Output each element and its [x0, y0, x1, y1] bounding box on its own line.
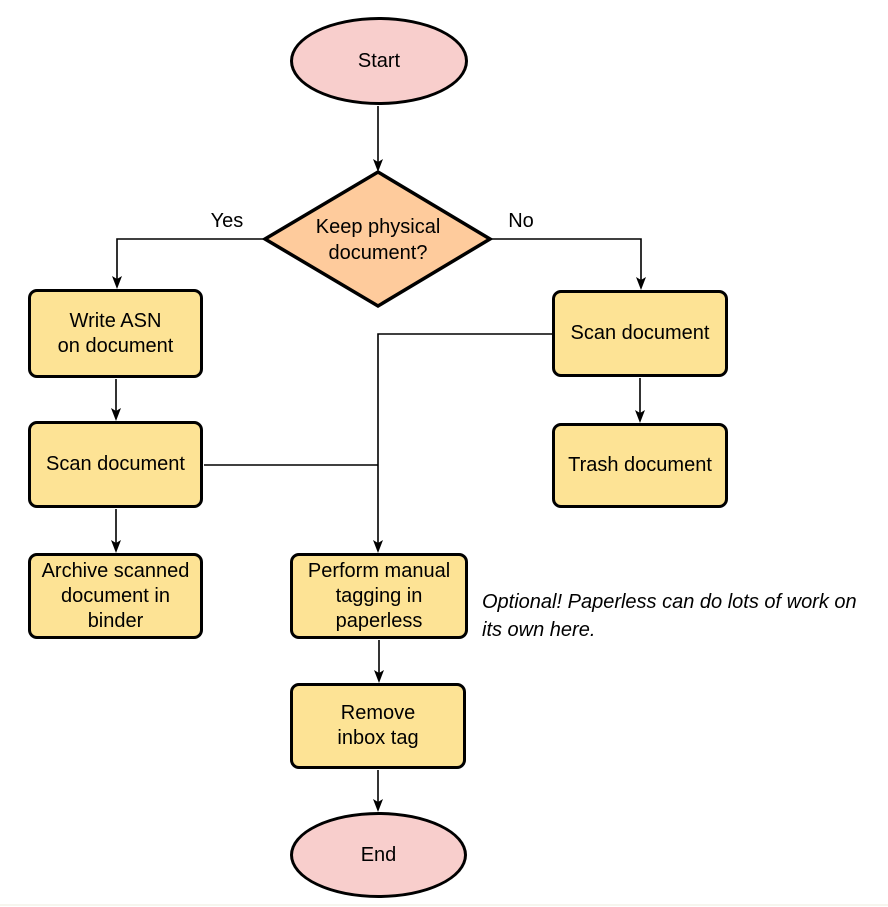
node-archive-in-binder-label: Archive scanned document in binder [41, 559, 190, 632]
node-trash-document: Trash document [552, 423, 728, 508]
node-start-label: Start [357, 49, 401, 72]
node-end: End [290, 812, 467, 898]
node-remove-inbox-tag: Remove inbox tag [290, 683, 466, 769]
branch-label-no: No [508, 210, 534, 232]
node-scan-document-right-label: Scan document [570, 322, 710, 344]
edge-scan-right-to-perform-tagging [373, 333, 552, 553]
edge-decision-no-to-scan-right [489, 238, 646, 290]
branch-label-yes: Yes [210, 210, 244, 232]
edge-decision-yes-to-write-asn [112, 238, 266, 289]
node-decision-label: Keep physical document? [315, 216, 441, 264]
node-perform-manual-tagging-label: Perform manual tagging in paperless [307, 559, 451, 632]
node-trash-document-label: Trash document [568, 454, 712, 476]
node-decision [261, 169, 494, 309]
node-start: Start [290, 17, 468, 105]
node-scan-document-right: Scan document [552, 290, 728, 377]
node-write-asn-label: Write ASN on document [57, 309, 174, 357]
node-write-asn: Write ASN on document [28, 289, 203, 378]
node-archive-in-binder: Archive scanned document in binder [28, 553, 203, 639]
node-scan-document-left-label: Scan document [46, 453, 185, 475]
decision-diamond-shape [261, 169, 494, 309]
node-scan-document-left: Scan document [28, 421, 203, 508]
optional-note: Optional! Paperless can do lots of work … [482, 591, 857, 641]
node-remove-inbox-tag-label: Remove inbox tag [337, 702, 419, 749]
node-perform-manual-tagging: Perform manual tagging in paperless [290, 553, 468, 639]
node-end-label: End [360, 843, 397, 866]
bottom-edge-rule [0, 904, 888, 906]
